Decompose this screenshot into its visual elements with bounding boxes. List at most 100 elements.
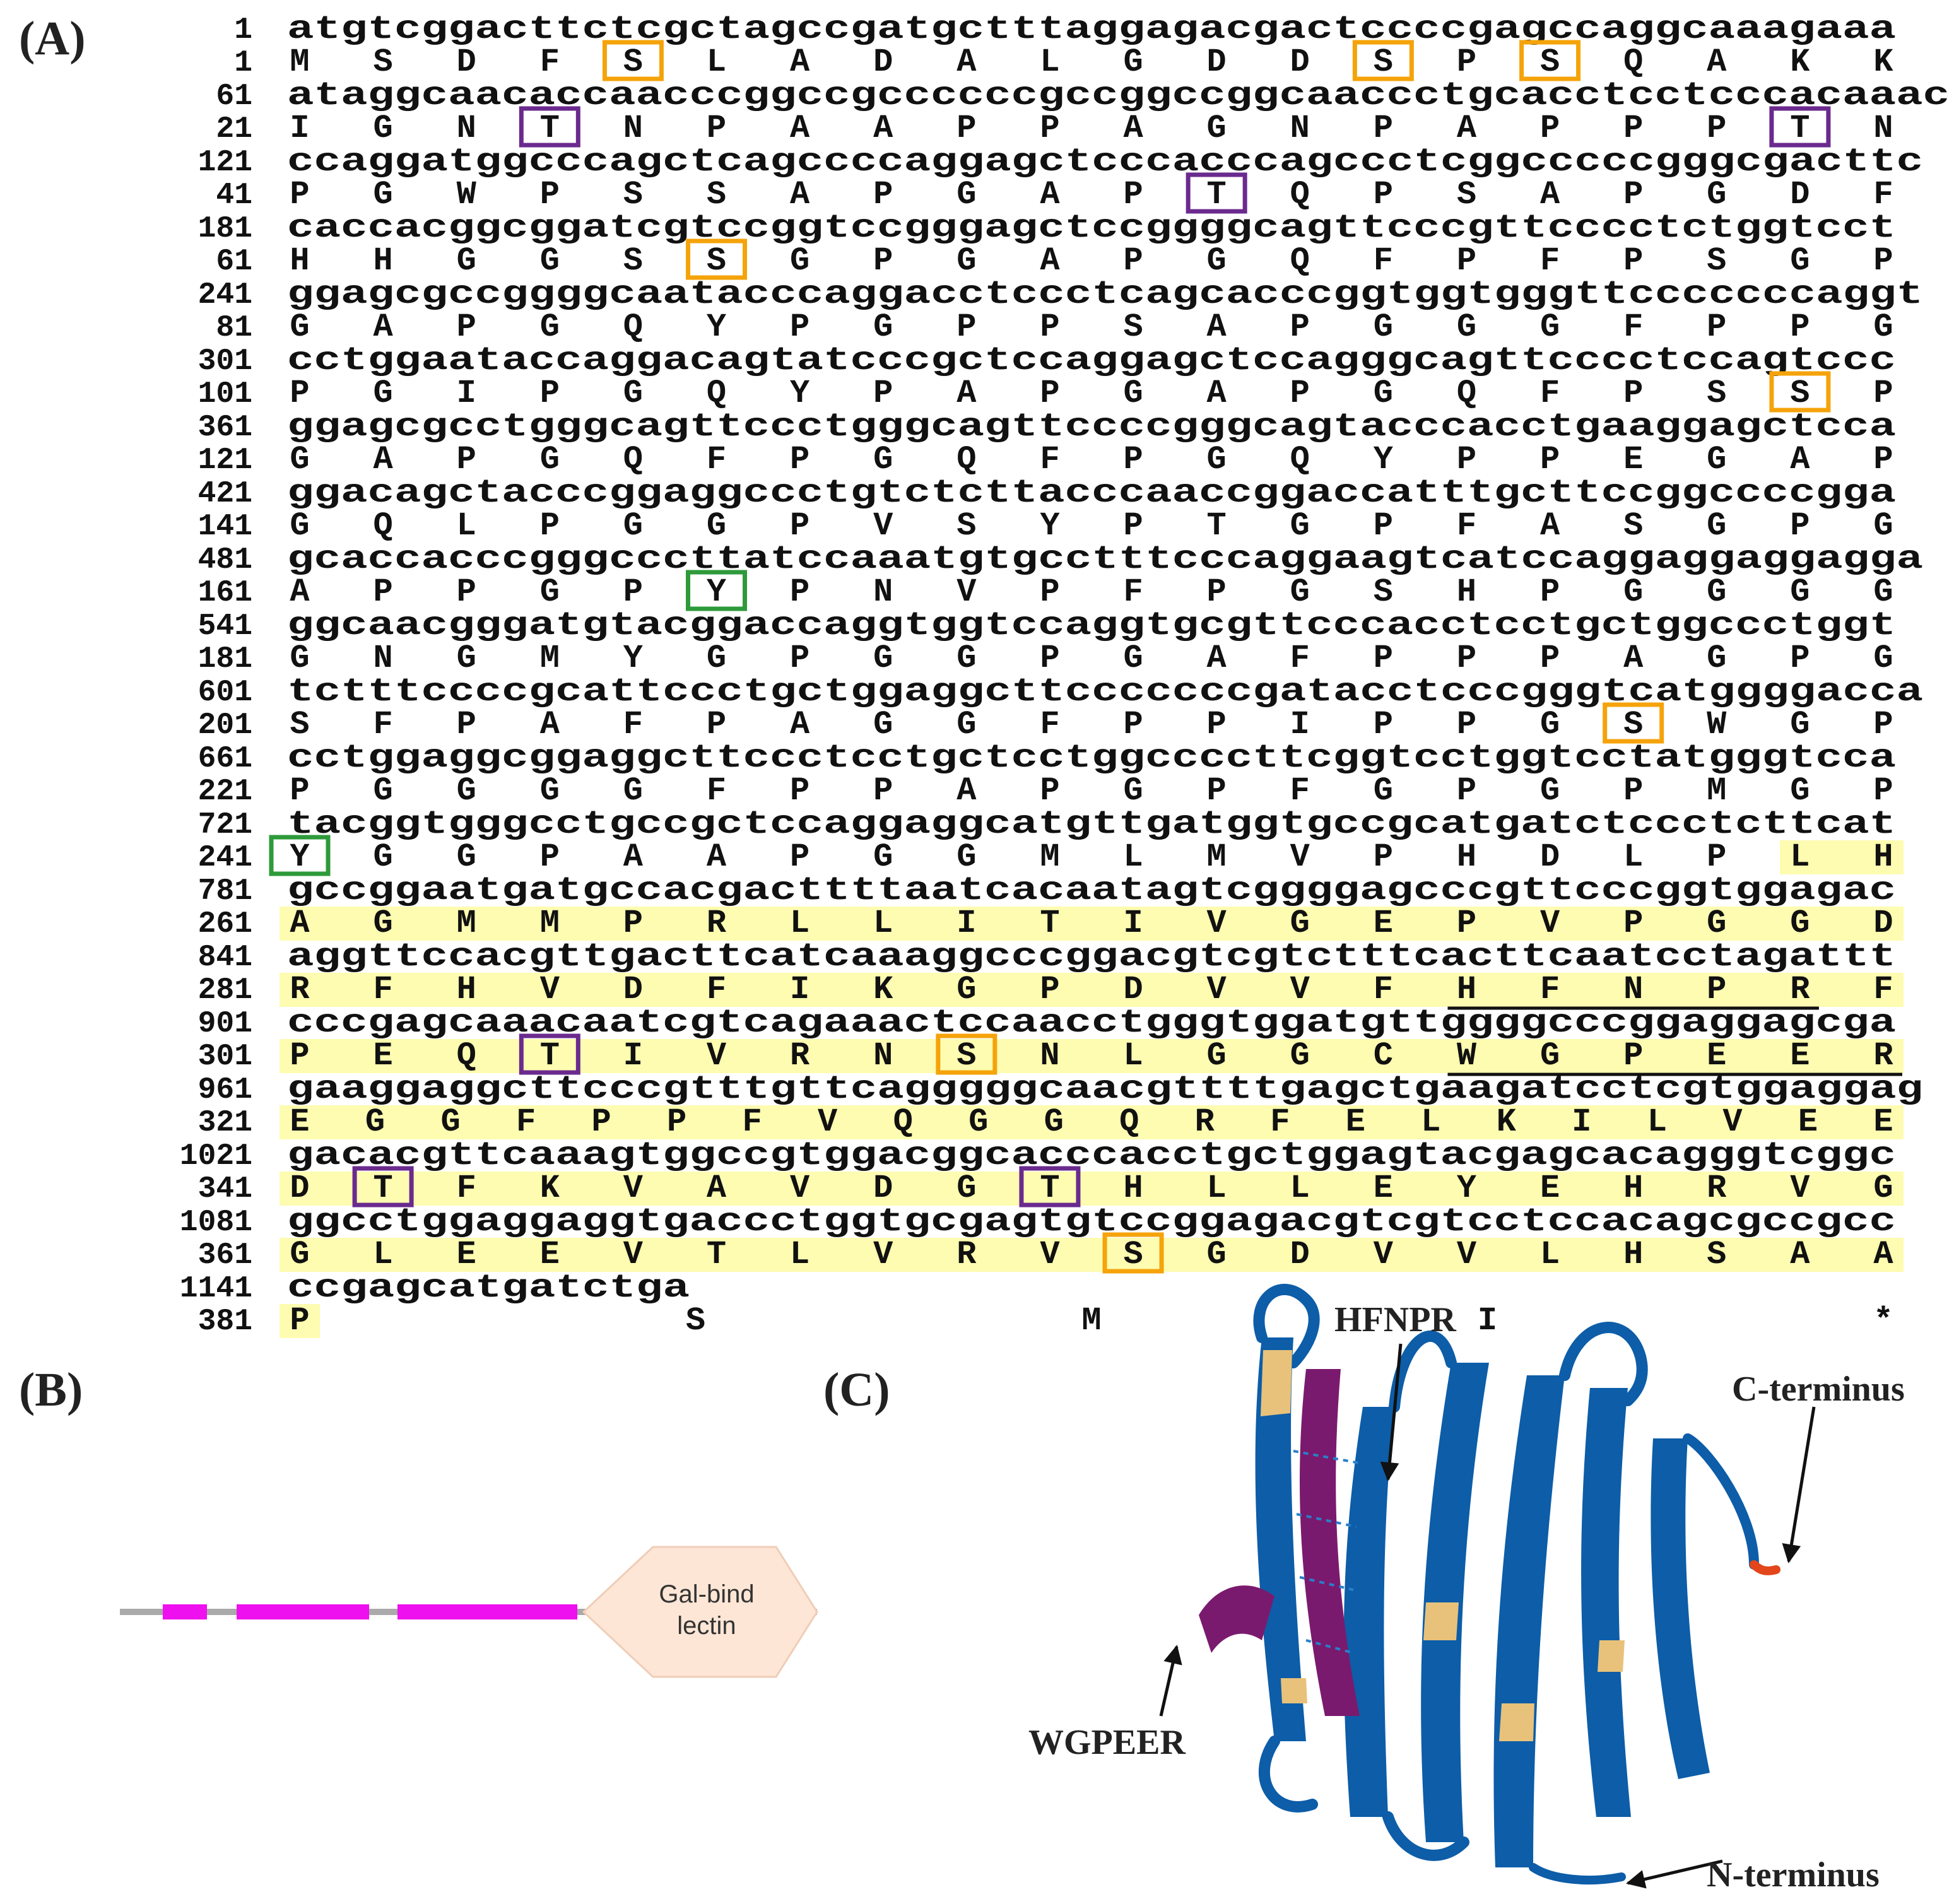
- amino-acid-residue: I: [956, 905, 976, 942]
- nt-position-number: 301: [198, 344, 252, 379]
- amino-acid-residue: E: [1707, 1037, 1726, 1074]
- nucleotide-sequence: cctggaggcggaggcttccctcctgctcctggccccttcg…: [287, 739, 1896, 777]
- amino-acid-residue: P: [591, 1103, 611, 1141]
- amino-acid-residue: F: [743, 1103, 762, 1141]
- amino-acid-residue: P: [540, 176, 560, 213]
- amino-acid-residue: A: [1123, 110, 1143, 147]
- amino-acid-residue: G: [956, 640, 976, 677]
- amino-acid-residue: Y: [1040, 507, 1060, 544]
- amino-acid-residue: A: [290, 573, 310, 611]
- amino-acid-residue: S: [1707, 242, 1726, 279]
- amino-acid-residue: E: [1540, 1170, 1560, 1207]
- amino-acid-residue: G: [623, 507, 643, 544]
- amino-acid-residue: H: [1457, 971, 1476, 1008]
- nt-position-number: 1: [234, 13, 252, 47]
- amino-acid-residue: E: [1623, 441, 1643, 478]
- tyrosine-phospho-site-box: [269, 835, 331, 876]
- amino-acid-residue: F: [707, 971, 726, 1008]
- amino-acid-residue: G: [373, 772, 392, 809]
- amino-acid-residue: T: [540, 1037, 560, 1074]
- amino-acid-residue: G: [1123, 375, 1143, 412]
- domain-label-line1: Gal-bind: [659, 1580, 754, 1608]
- amino-acid-residue: *: [1873, 1302, 1893, 1339]
- amino-acid-residue: G: [290, 441, 309, 478]
- amino-acid-residue: P: [1040, 573, 1059, 611]
- amino-acid-residue: G: [1707, 905, 1726, 942]
- amino-acid-residue: P: [790, 441, 809, 478]
- amino-acid-residue: N: [873, 573, 893, 611]
- nt-position-number: 1021: [180, 1139, 252, 1173]
- hbond-2: [1296, 1513, 1357, 1528]
- amino-acid-residue: I: [1478, 1302, 1497, 1339]
- n-terminus-label: N-terminus: [1707, 1855, 1880, 1895]
- amino-acid-residue: A: [1707, 44, 1727, 81]
- tan-patch-3: [1499, 1703, 1534, 1741]
- amino-acid-residue: P: [1040, 772, 1059, 809]
- amino-acid-residue: G: [457, 640, 476, 677]
- amino-acid-residue: K: [1497, 1103, 1517, 1141]
- amino-acid-residue: P: [1040, 110, 1059, 147]
- amino-acid-residue: P: [1623, 1037, 1643, 1074]
- nt-position-number: 241: [198, 278, 252, 312]
- nt-position-number: 1141: [180, 1272, 252, 1306]
- amino-acid-residue: Q: [623, 309, 643, 346]
- wgpeer-arrow: [1159, 1645, 1182, 1717]
- amino-acid-residue: V: [1722, 1103, 1743, 1141]
- amino-acid-residue: G: [790, 242, 809, 279]
- amino-acid-residue: G: [540, 772, 560, 809]
- amino-acid-residue: P: [540, 375, 560, 412]
- amino-acid-residue: H: [1623, 1170, 1643, 1207]
- amino-acid-residue: T: [1790, 110, 1810, 147]
- amino-acid-residue: G: [956, 971, 976, 1008]
- low-complexity-bar-3: [397, 1604, 577, 1619]
- amino-acid-residue: D: [1207, 44, 1227, 81]
- amino-acid-residue: D: [873, 44, 893, 81]
- amino-acid-residue: G: [1873, 1170, 1893, 1207]
- serine-phospho-site-box: [602, 40, 664, 81]
- amino-acid-residue: S: [956, 507, 976, 544]
- amino-acid-residue: S: [623, 176, 643, 213]
- amino-acid-residue: P: [707, 110, 726, 147]
- amino-acid-residue: V: [956, 573, 977, 611]
- panel-label-c: (C): [823, 1363, 890, 1416]
- threonine-phospho-site-box: [352, 1166, 414, 1208]
- amino-acid-residue: P: [1623, 176, 1643, 213]
- serine-phospho-site-box: [1519, 40, 1581, 81]
- amino-acid-residue: P: [790, 309, 809, 346]
- amino-acid-residue: G: [457, 772, 476, 809]
- amino-acid-residue: G: [1207, 242, 1227, 279]
- nt-position-number: 661: [198, 742, 252, 776]
- amino-acid-residue: P: [1457, 441, 1476, 478]
- amino-acid-residue: S: [623, 44, 643, 81]
- amino-acid-residue: S: [1457, 176, 1476, 213]
- nt-position-number: 121: [198, 146, 252, 180]
- amino-acid-residue: S: [290, 706, 309, 743]
- nt-position-number: 901: [198, 1007, 252, 1041]
- serine-phospho-site-box: [1352, 40, 1414, 81]
- amino-acid-residue: T: [1207, 176, 1227, 213]
- nucleotide-sequence: ggacagctacccggaggccctgtctcttacccaaccggac…: [287, 474, 1896, 512]
- nucleotide-sequence: ggagcgccggggcaatacccaggacctccctcagcacccg…: [287, 276, 1923, 313]
- amino-acid-residue: P: [1457, 44, 1476, 81]
- amino-acid-residue: P: [290, 1302, 309, 1339]
- nucleotide-sequence: tacggtgggcctgccgctccaggaggcatgttgatggtgc…: [287, 806, 1896, 843]
- amino-acid-residue: T: [373, 1170, 392, 1207]
- amino-acid-residue: W: [1707, 706, 1727, 743]
- amino-acid-residue: Y: [1374, 441, 1394, 478]
- amino-acid-residue: L: [1623, 838, 1643, 876]
- amino-acid-residue: P: [1207, 706, 1227, 743]
- amino-acid-residue: F: [1873, 971, 1893, 1008]
- aa-position-number: 101: [198, 377, 252, 411]
- amino-acid-residue: P: [1540, 640, 1560, 677]
- amino-acid-residue: H: [1123, 1170, 1143, 1207]
- amino-acid-residue: P: [1873, 375, 1893, 412]
- aa-position-number: 361: [198, 1238, 252, 1272]
- amino-acid-residue: N: [873, 1037, 893, 1074]
- amino-acid-residue: L: [790, 905, 809, 942]
- amino-acid-residue: G: [1457, 309, 1476, 346]
- amino-acid-residue: P: [1623, 242, 1643, 279]
- tan-patches: [1261, 1350, 1625, 1741]
- amino-acid-residue: G: [1873, 507, 1893, 544]
- amino-acid-residue: P: [707, 706, 726, 743]
- amino-acid-residue: P: [1457, 640, 1476, 677]
